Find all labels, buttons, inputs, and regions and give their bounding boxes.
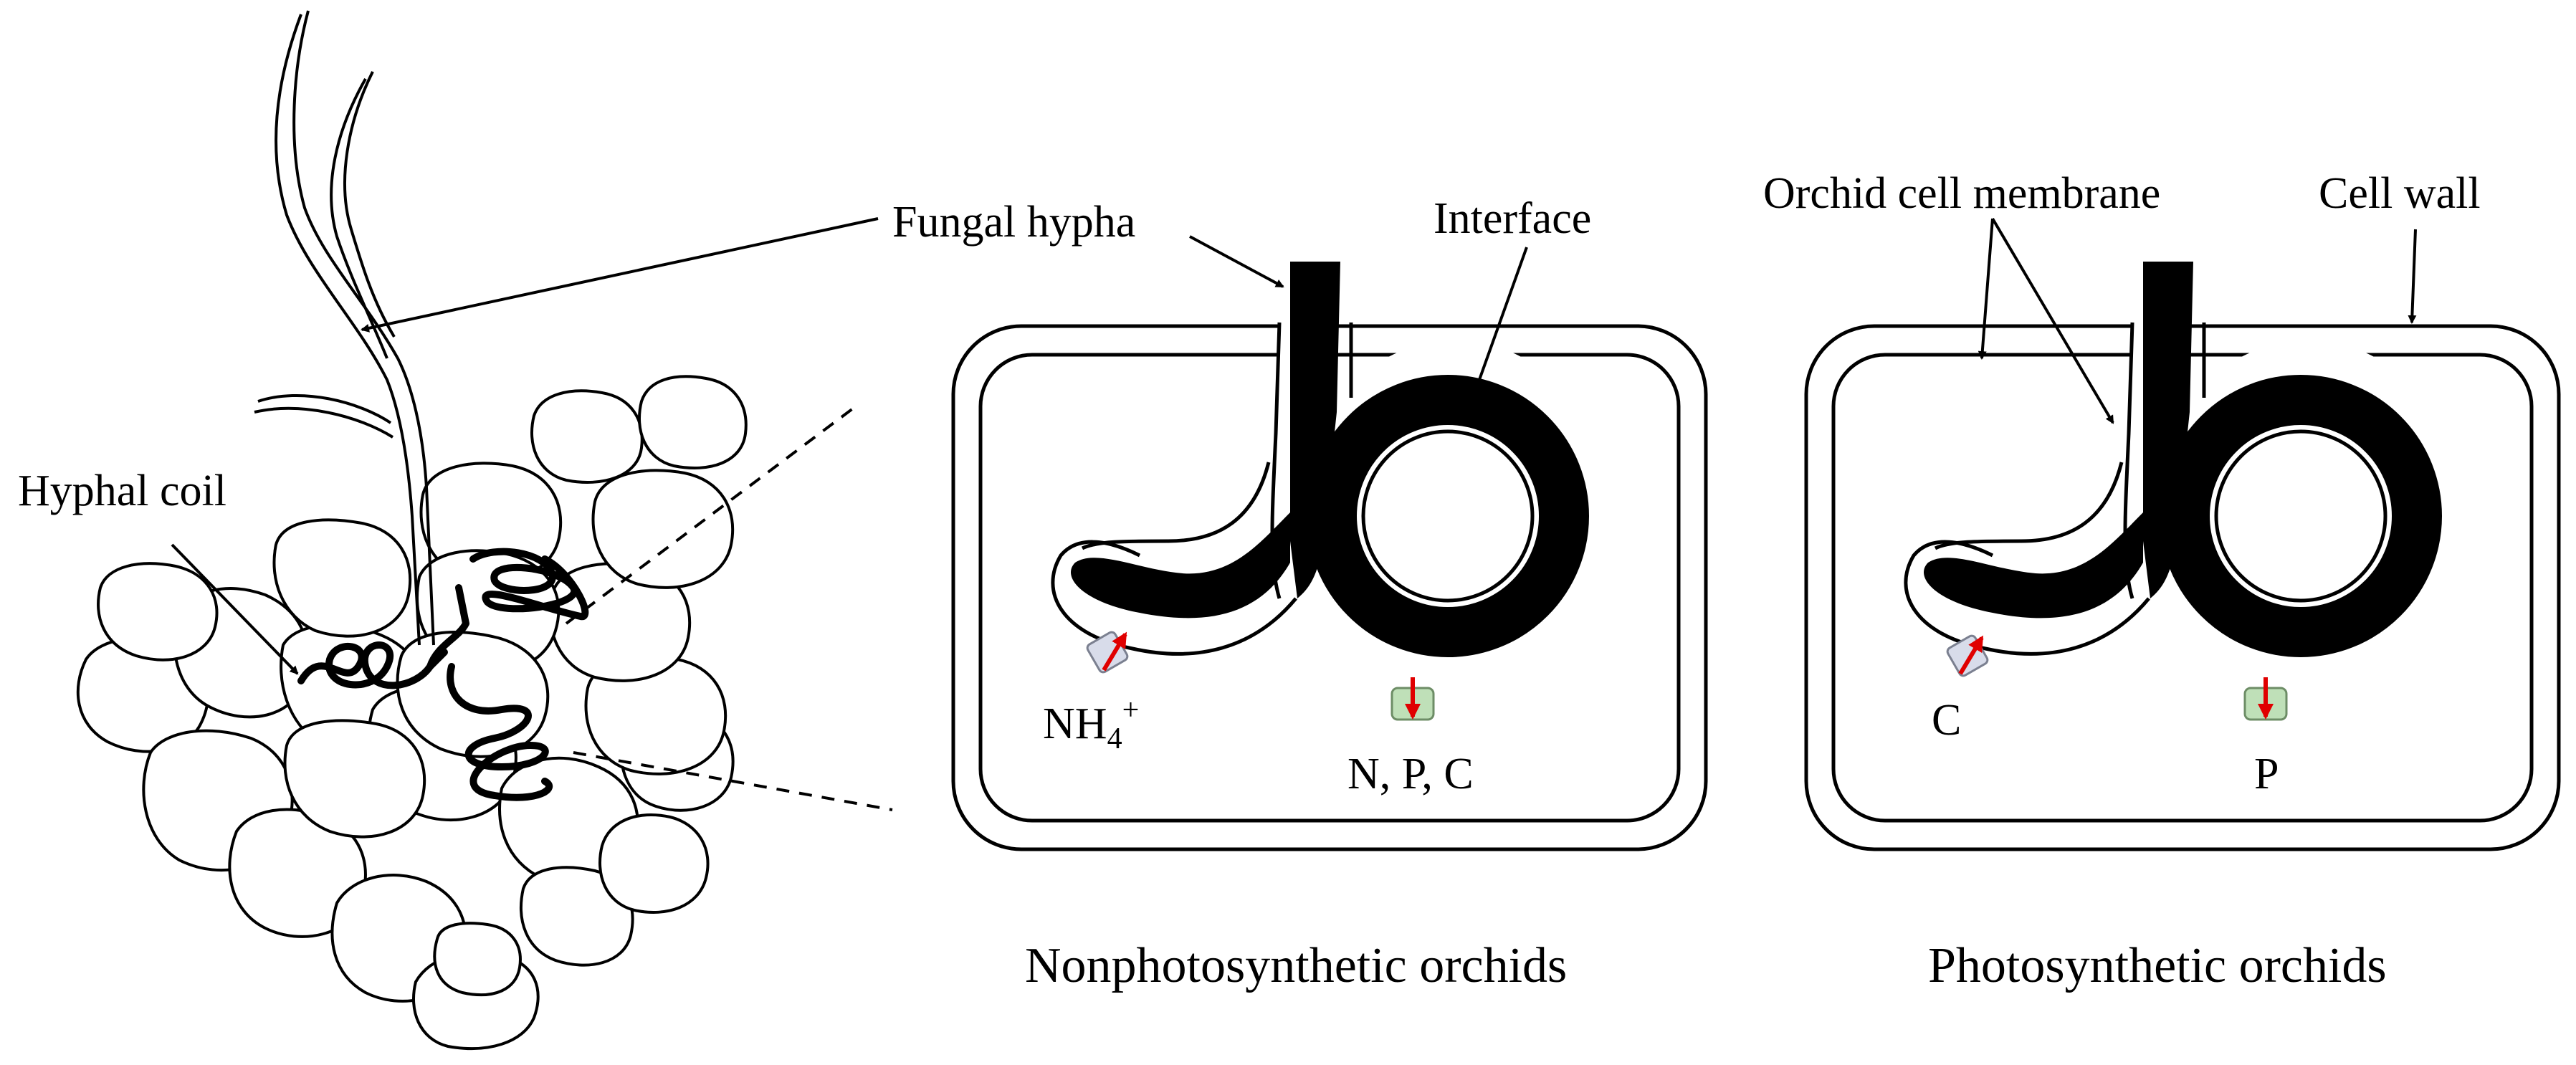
zoom-lines <box>565 407 893 811</box>
fungal-hypha-drawing <box>254 10 435 646</box>
npc-label: N, P, C <box>1347 750 1474 798</box>
hyphal-coil-label: Hyphal coil <box>18 467 226 515</box>
membrane-arrow-right <box>1991 217 2114 424</box>
orchid-cell-membrane-label: Orchid cell membrane <box>1763 169 2160 218</box>
interface-label: Interface <box>1434 194 1591 243</box>
fungal-hypha-label: Fungal hypha <box>892 198 1135 247</box>
root-cell <box>433 922 522 997</box>
fungal-hypha-arrow-right <box>1189 235 1284 288</box>
photosynthetic-caption: Photosynthetic orchids <box>1928 938 2387 993</box>
root-cell <box>591 469 735 589</box>
root-cell <box>598 813 710 914</box>
red-arrow-icon <box>1958 635 1984 675</box>
hyphal-coils <box>297 548 589 801</box>
hyphal-coil-arrow <box>171 543 299 675</box>
root-cell <box>530 389 644 484</box>
root-cell <box>520 866 634 967</box>
root-cell <box>97 562 219 662</box>
root-cell <box>638 375 748 469</box>
root-cell <box>272 518 412 638</box>
red-arrow-icon <box>1102 631 1127 672</box>
cell-wall-label: Cell wall <box>2319 169 2481 218</box>
membrane-arrow-left <box>1978 218 1994 360</box>
root-cell <box>283 719 426 839</box>
nonphotosynthetic-panel: NH4+ N, P, C Nonphotosynthetic orchids <box>953 262 1706 993</box>
nonphotosynthetic-caption: Nonphotosynthetic orchids <box>1025 938 1567 993</box>
p-label: P <box>2254 750 2279 798</box>
nh4-label: NH4+ <box>1043 694 1139 755</box>
interface-arrow <box>1471 247 1528 399</box>
photosynthetic-panel: C P Photosynthetic orchids <box>1806 262 2559 993</box>
cell-wall-arrow <box>2408 229 2417 324</box>
c-label: C <box>1932 696 1961 745</box>
root-tissue-illustration <box>76 375 748 1050</box>
fungal-hypha-arrow-left <box>361 217 879 333</box>
